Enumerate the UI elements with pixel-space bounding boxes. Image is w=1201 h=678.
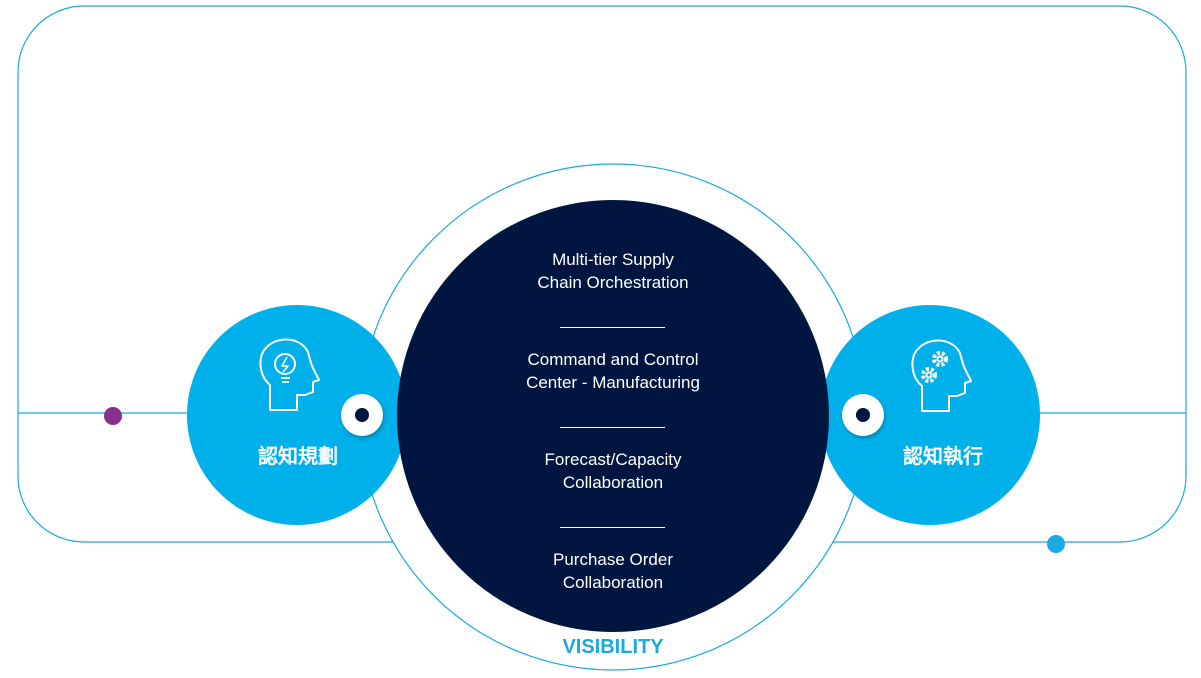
item-line: Command and Control	[527, 350, 699, 369]
visibility-label: VISIBILITY	[562, 636, 664, 658]
purple-dot	[104, 407, 122, 425]
left-circle	[187, 305, 407, 525]
left-label: 認知規劃	[258, 444, 338, 468]
blue-dot	[1047, 535, 1065, 553]
right-circle	[820, 305, 1040, 525]
head-lightbulb-icon	[259, 338, 320, 411]
item-line: Collaboration	[562, 573, 664, 592]
left-knob-dot	[355, 408, 369, 422]
item-line: Purchase Order	[553, 550, 673, 569]
head-gears-icon	[911, 339, 972, 412]
item-line: Forecast/Capacity	[544, 450, 682, 469]
divider	[560, 427, 665, 428]
right-label: 認知執行	[903, 444, 983, 468]
item-line: Multi-tier Supply	[552, 250, 674, 269]
center-circle	[397, 200, 829, 632]
item-line: Collaboration	[562, 473, 664, 492]
item-line: Chain Orchestration	[537, 273, 689, 292]
divider	[560, 527, 665, 528]
right-knob-dot	[856, 408, 870, 422]
divider	[560, 327, 665, 328]
item-line: Center - Manufacturing	[526, 373, 700, 392]
